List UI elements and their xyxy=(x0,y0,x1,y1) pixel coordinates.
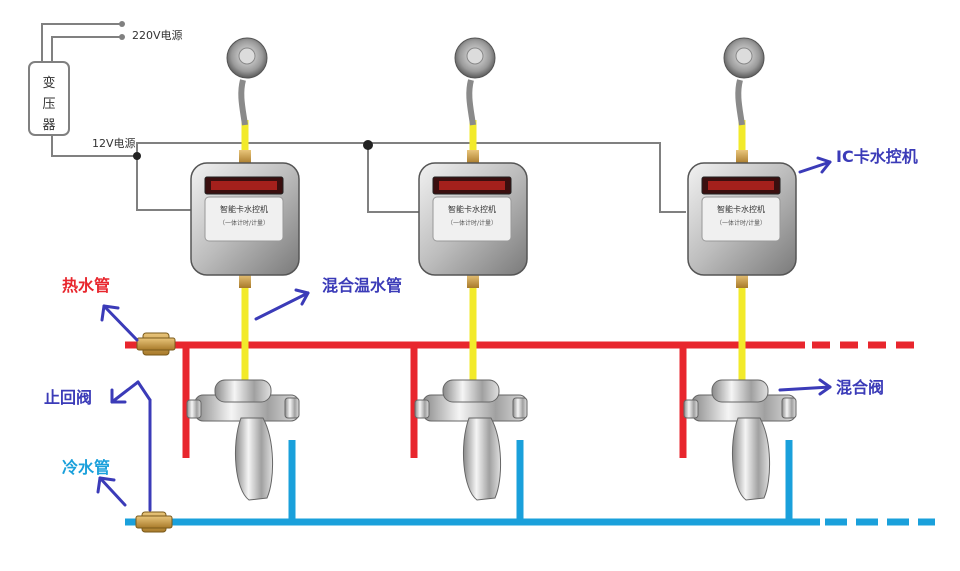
brass-fitting xyxy=(736,274,748,288)
cold-inlet-nut xyxy=(781,397,797,419)
shower-handle xyxy=(466,79,476,126)
controller-panel xyxy=(432,196,512,242)
transformer-char: 器 xyxy=(42,118,56,133)
power-220v-wires xyxy=(41,23,122,62)
terminal-dot xyxy=(119,34,125,40)
check-valve-hot xyxy=(136,332,176,356)
junction-dot xyxy=(133,152,141,160)
brass-fitting xyxy=(736,150,748,164)
transformer-char: 压 xyxy=(42,97,56,112)
mixing-valve-handle xyxy=(731,417,771,501)
label-hot-pipe: 热水管 xyxy=(62,276,111,295)
cold-inlet-nut xyxy=(284,397,300,419)
mixing-valve-top xyxy=(711,379,769,403)
controller-title: 智能卡水控机 xyxy=(448,204,496,214)
hot-inlet-nut xyxy=(414,399,430,419)
label-220v-power: 220V电源 xyxy=(132,29,183,42)
transformer-label: 变 压 器 xyxy=(29,68,69,133)
controller-display-led xyxy=(708,181,774,190)
label-mixing-valve: 混合阀 xyxy=(836,378,885,397)
hot-inlet-nut xyxy=(683,399,699,419)
controller-panel xyxy=(204,196,284,242)
shower-handle xyxy=(238,79,248,126)
label-mixed-warm-pipe: 混合温水管 xyxy=(322,276,403,295)
brass-fitting xyxy=(467,274,479,288)
controller-display-led xyxy=(439,181,505,190)
junction-dot xyxy=(363,140,373,150)
mixing-valve-top xyxy=(442,379,500,403)
shower-nozzle xyxy=(466,47,484,65)
power-12v-wires xyxy=(51,135,686,213)
label-check-valve: 止回阀 xyxy=(44,388,93,407)
label-ic-card-controller: IC卡水控机 xyxy=(836,147,918,166)
label-12v-power: 12V电源 xyxy=(92,137,136,150)
mixing-valve-handle xyxy=(234,417,274,501)
cold-inlet-nut xyxy=(512,397,528,419)
hot-inlet-nut xyxy=(186,399,202,419)
shower-nozzle xyxy=(735,47,753,65)
check-valve-cold xyxy=(135,511,173,533)
shower-handle xyxy=(735,79,745,126)
shower-unit-1: 智能卡水控机 （一体计时/计量） xyxy=(182,37,300,522)
shower-nozzle xyxy=(238,47,256,65)
controller-display-led xyxy=(211,181,277,190)
controller-title: 智能卡水控机 xyxy=(220,204,268,214)
mixing-valve-handle xyxy=(462,417,502,501)
controller-subtitle: （一体计时/计量） xyxy=(716,219,766,227)
controller-subtitle: （一体计时/计量） xyxy=(219,219,269,227)
brass-fitting xyxy=(239,150,251,164)
transformer-char: 变 xyxy=(42,76,56,91)
label-cold-pipe: 冷水管 xyxy=(62,458,111,477)
brass-fitting xyxy=(239,274,251,288)
terminal-dot xyxy=(119,21,125,27)
shower-unit-3: 智能卡水控机 （一体计时/计量） xyxy=(679,37,797,522)
pointer-arrows xyxy=(96,156,832,512)
brass-fitting xyxy=(467,150,479,164)
controller-subtitle: （一体计时/计量） xyxy=(447,219,497,227)
controller-title: 智能卡水控机 xyxy=(717,204,765,214)
controller-panel xyxy=(701,196,781,242)
shower-unit-2: 智能卡水控机 （一体计时/计量） xyxy=(410,37,528,522)
transformer-box xyxy=(28,61,70,136)
mixing-valve-top xyxy=(214,379,272,403)
